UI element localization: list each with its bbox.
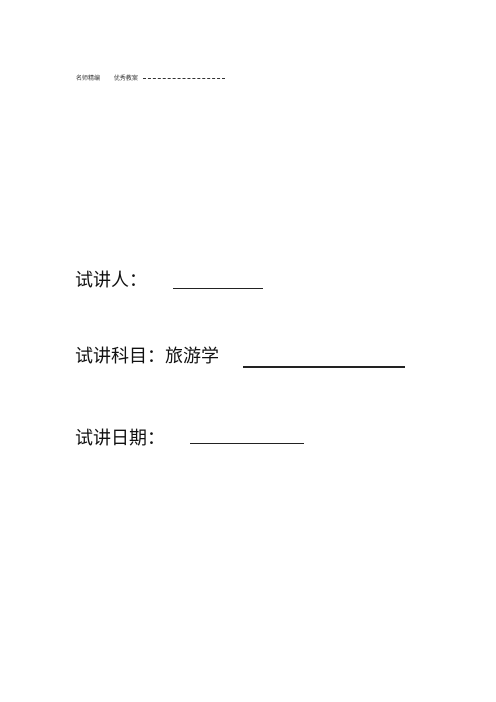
- presenter-underline: [173, 288, 263, 289]
- page-header: 名师精编 优秀教案: [76, 74, 225, 84]
- presenter-field: 试讲人：: [75, 270, 263, 292]
- header-right-text: 优秀教案: [113, 75, 138, 82]
- subject-value: 旅游学: [165, 346, 219, 367]
- date-underline: [190, 443, 304, 444]
- presenter-label: 试讲人：: [75, 270, 147, 291]
- subject-underline: [243, 366, 405, 368]
- date-label: 试讲日期：: [75, 428, 165, 449]
- header-dashed-line: [142, 78, 225, 79]
- header-left-text: 名师精编: [76, 75, 101, 82]
- subject-field: 试讲科目：旅游学: [75, 346, 405, 368]
- subject-label: 试讲科目：: [75, 346, 165, 367]
- date-field: 试讲日期：: [75, 428, 304, 450]
